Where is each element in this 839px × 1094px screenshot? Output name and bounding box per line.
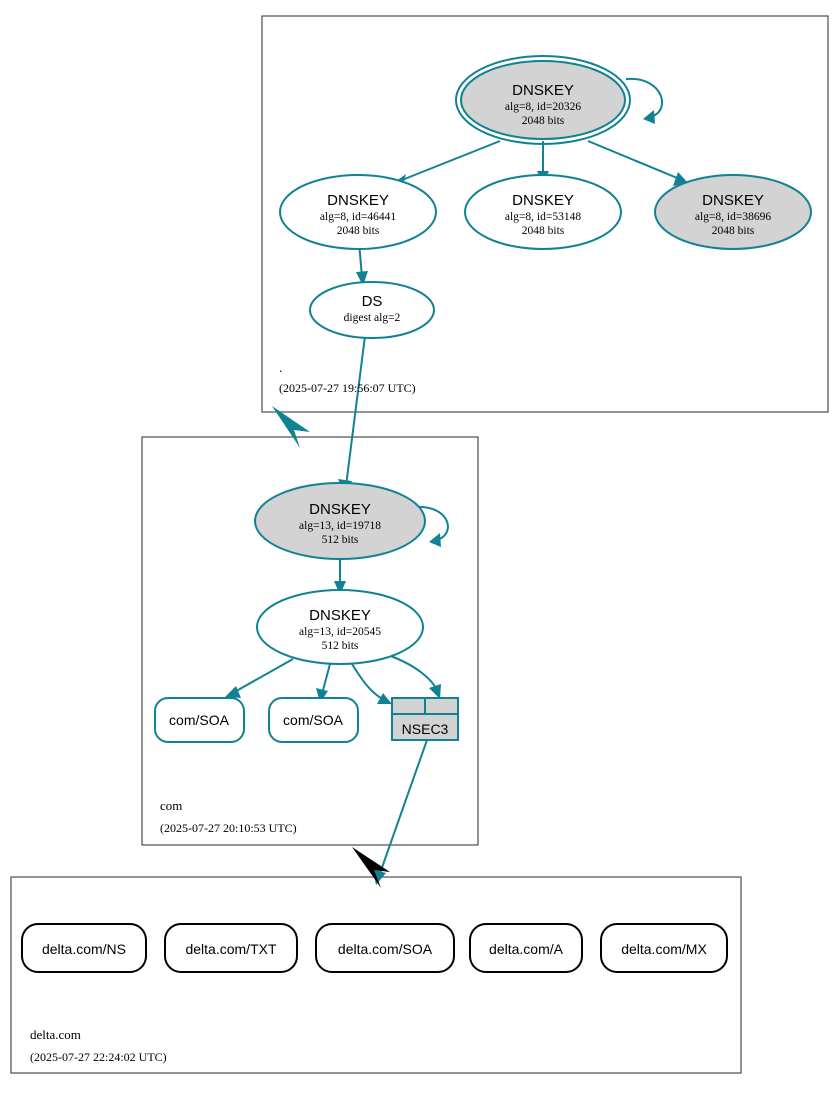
node-root-ds[interactable]: DS digest alg=2 <box>309 281 435 339</box>
node-line2: alg=8, id=38696 <box>695 211 771 223</box>
record-label: delta.com/MX <box>621 941 707 957</box>
zone-timestamp-delta: (2025-07-27 22:24:02 UTC) <box>30 1050 167 1064</box>
node-title: DNSKEY <box>309 607 371 624</box>
delegation-arrow-root-to-com <box>272 406 310 448</box>
node-title: DNSKEY <box>512 82 574 99</box>
record-delta-ns[interactable]: delta.com/NS <box>21 923 147 973</box>
node-title: DS <box>362 293 383 310</box>
node-root-ksk[interactable]: DNSKEY alg=8, id=20326 2048 bits <box>455 55 631 145</box>
record-com-soa-1[interactable]: com/SOA <box>154 697 245 743</box>
node-line2: alg=8, id=46441 <box>320 211 396 223</box>
record-label: delta.com/NS <box>42 941 126 957</box>
edge-com-ksk-to-zsk <box>334 558 346 595</box>
node-line3: 2048 bits <box>522 225 565 237</box>
node-root-dnskey-46441[interactable]: DNSKEY alg=8, id=46441 2048 bits <box>279 174 437 250</box>
node-line2: alg=13, id=20545 <box>299 626 381 638</box>
record-delta-mx[interactable]: delta.com/MX <box>600 923 728 973</box>
record-label: com/SOA <box>283 712 344 728</box>
node-line3: 512 bits <box>322 534 359 546</box>
node-com-zsk[interactable]: DNSKEY alg=13, id=20545 512 bits <box>256 589 424 665</box>
node-title: DNSKEY <box>702 192 764 209</box>
record-com-nsec3[interactable]: NSEC3 <box>391 697 459 741</box>
node-root-dnskey-53148[interactable]: DNSKEY alg=8, id=53148 2048 bits <box>464 174 622 250</box>
zone-box-delta <box>10 876 742 1074</box>
record-label: NSEC3 <box>402 721 449 737</box>
zone-label-com: com <box>160 798 182 813</box>
record-label: delta.com/TXT <box>185 941 276 957</box>
node-line3: 2048 bits <box>712 225 755 237</box>
node-line3: 2048 bits <box>337 225 380 237</box>
edge-com-ksk-self <box>414 505 449 547</box>
delegation-arrow-com-to-delta <box>352 847 390 888</box>
record-label: delta.com/A <box>489 941 564 957</box>
edge-com-zsk-to-soa-1 <box>225 658 294 698</box>
node-line2: digest alg=2 <box>344 312 401 324</box>
node-title: DNSKEY <box>327 192 389 209</box>
node-title: DNSKEY <box>512 192 574 209</box>
record-delta-soa[interactable]: delta.com/SOA <box>315 923 455 973</box>
node-line2: alg=13, id=19718 <box>299 520 381 532</box>
node-root-dnskey-38696[interactable]: DNSKEY alg=8, id=38696 2048 bits <box>654 174 812 250</box>
zone-timestamp-root: (2025-07-27 19:56:07 UTC) <box>279 381 416 395</box>
node-line2: alg=8, id=20326 <box>505 101 581 113</box>
node-title: DNSKEY <box>309 501 371 518</box>
node-line3: 2048 bits <box>522 115 565 127</box>
record-delta-a[interactable]: delta.com/A <box>469 923 583 973</box>
zone-label-delta: delta.com <box>30 1027 81 1042</box>
record-label: delta.com/SOA <box>338 941 433 957</box>
zone-label-root: . <box>279 360 282 375</box>
record-label: com/SOA <box>169 712 230 728</box>
edge-com-zsk-to-nsec3-b <box>387 654 441 699</box>
node-com-ksk[interactable]: DNSKEY alg=13, id=19718 512 bits <box>254 482 426 560</box>
edge-root-ksk-self <box>625 77 663 124</box>
node-line3: 512 bits <box>322 640 359 652</box>
record-com-soa-2[interactable]: com/SOA <box>268 697 359 743</box>
record-delta-txt[interactable]: delta.com/TXT <box>164 923 298 973</box>
zone-timestamp-com: (2025-07-27 20:10:53 UTC) <box>160 821 297 835</box>
edge-com-zsk-to-nsec3-a <box>351 663 392 704</box>
node-line2: alg=8, id=53148 <box>505 211 581 223</box>
